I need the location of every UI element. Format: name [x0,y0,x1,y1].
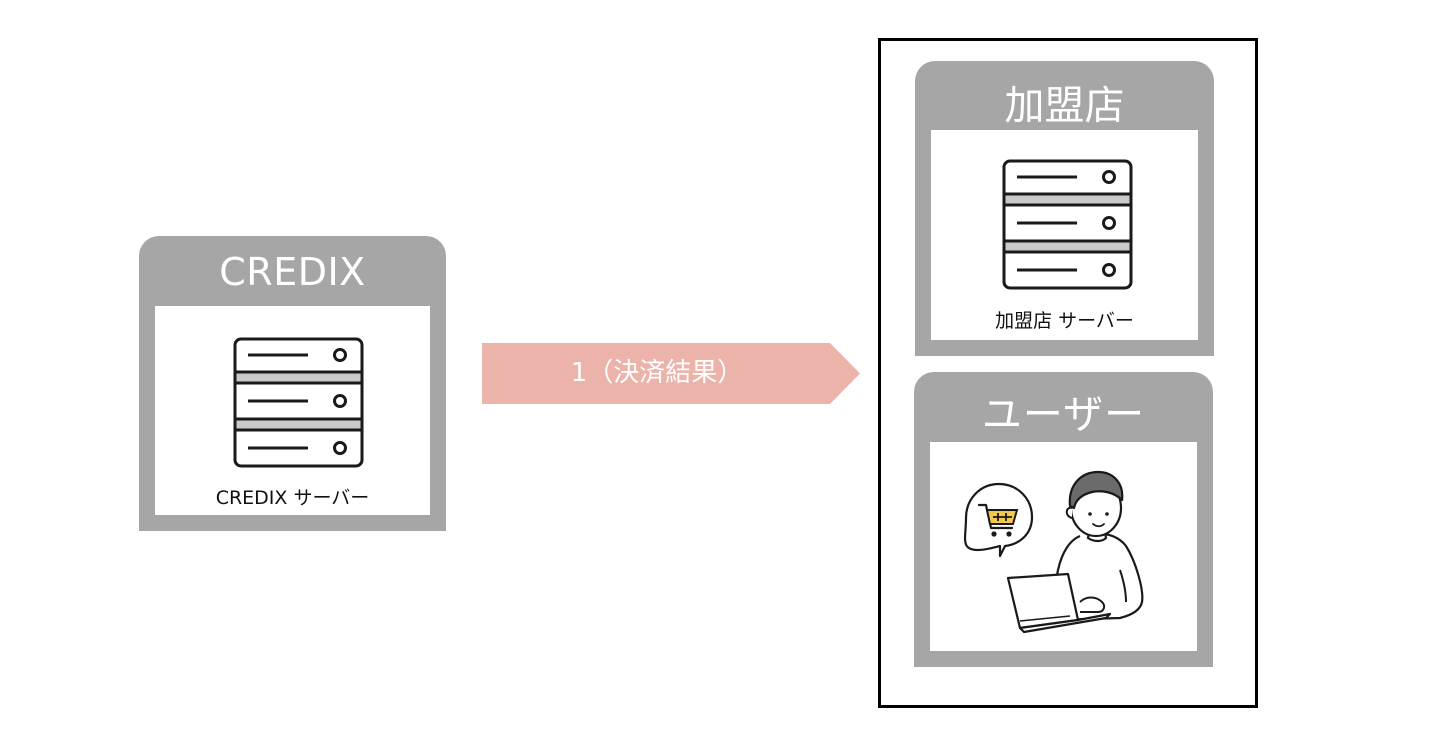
flow-arrow-label: 1（決済結果） [570,358,744,388]
merchant-title: 加盟店 [1004,83,1125,129]
merchant-node: 加盟店 加盟店 サーバー [915,61,1214,356]
credix-server-caption: CREDIX サーバー [215,487,370,509]
user-shopping-illustration [963,470,1144,634]
server-icon [233,337,364,468]
merchant-node-body: 加盟店 サーバー [931,130,1198,340]
flow-arrow [482,343,860,404]
flow-arrow-shape [482,343,860,404]
credix-title: CREDIX [219,250,366,294]
user-node-body [930,442,1197,651]
user-node: ユーザー [914,372,1213,667]
person-icon [1052,470,1144,622]
server-icon [1002,159,1133,290]
laptop-icon [1006,572,1112,634]
merchant-server-caption: 加盟店 サーバー [995,310,1134,332]
cart-speech-bubble-icon [963,482,1034,558]
credix-node-body: CREDIX サーバー [155,306,430,515]
user-title: ユーザー [981,392,1146,438]
credix-node: CREDIX CREDIX サーバー [139,236,446,531]
